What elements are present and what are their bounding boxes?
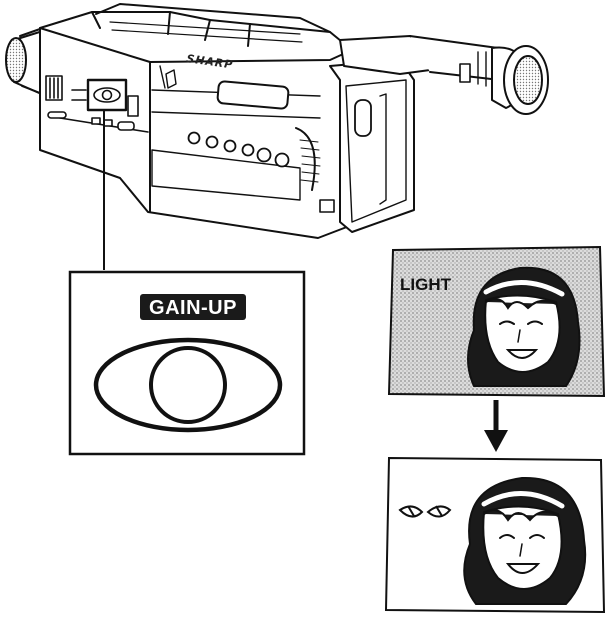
- speaker-grille: [45, 75, 63, 101]
- scene-before-panel: LIGHT: [387, 245, 606, 398]
- lens-hood: [5, 21, 61, 101]
- gain-label-bg: [140, 294, 246, 320]
- face-icon: [467, 266, 581, 387]
- camcorder-illustration: SHARP: [5, 3, 549, 239]
- scene-after-panel: [384, 456, 606, 614]
- viewfinder: [339, 35, 549, 115]
- transition-arrow: [484, 400, 508, 452]
- gain-indicator-panel: GAIN-UP: [68, 270, 306, 456]
- eye-icon: [93, 337, 283, 433]
- front-controls: [47, 78, 149, 133]
- light-label: LIGHT: [400, 275, 452, 294]
- camera-body: SHARP: [39, 3, 353, 239]
- control-buttons: [187, 131, 290, 168]
- gain-label: GAIN-UP: [149, 297, 237, 319]
- face-icon-after: [463, 476, 587, 605]
- closed-eyes-icon: [398, 505, 452, 518]
